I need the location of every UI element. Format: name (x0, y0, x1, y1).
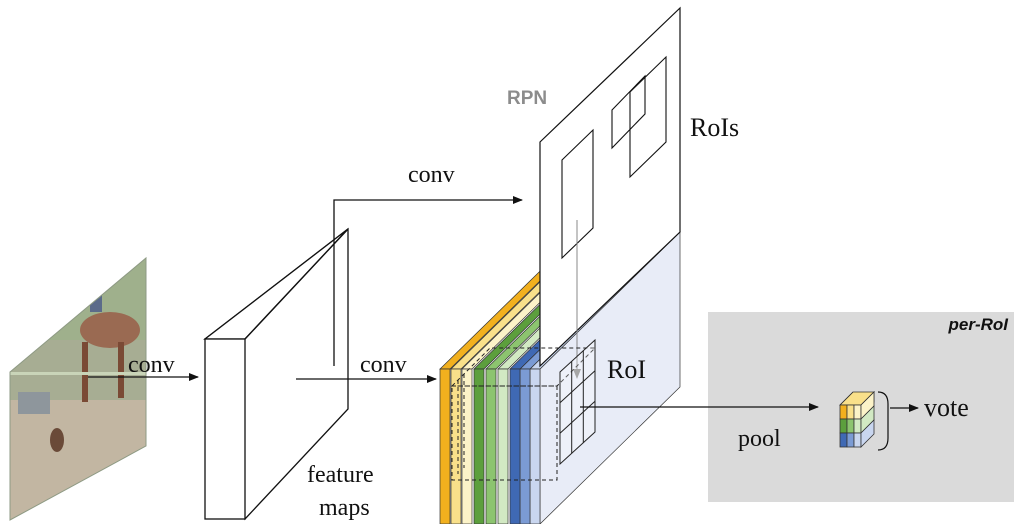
per-roi-label: per-RoI (948, 315, 1010, 334)
roi-label: RoI (607, 355, 646, 384)
pooled-cell-r1c1 (839, 404, 848, 420)
input-image-border (9, 256, 147, 521)
pooled-output (839, 391, 875, 448)
conv-label-top: conv (408, 162, 455, 188)
rpn-sheet (539, 6, 681, 368)
rois-label: RoIs (690, 113, 739, 142)
roi-grid (559, 338, 596, 466)
vote-label: vote (924, 393, 969, 422)
rpn-proposal-box-2 (611, 74, 646, 150)
vote-bracket (877, 391, 889, 451)
rpn-label: RPN (507, 88, 547, 109)
conv-label-middle: conv (360, 352, 407, 378)
roi-region (450, 347, 597, 481)
rpn-proposal-box-3 (629, 55, 667, 179)
arrow-conv-to-rpn (333, 196, 523, 366)
feature-maps-block (203, 227, 349, 521)
input-image (10, 258, 146, 520)
pool-label: pool (738, 426, 781, 452)
rpn-proposal-box-1 (561, 128, 594, 260)
feature-maps-label-1: feature (307, 462, 374, 488)
feature-maps-label-2: maps (319, 495, 370, 521)
conv-label-left: conv (128, 352, 175, 378)
